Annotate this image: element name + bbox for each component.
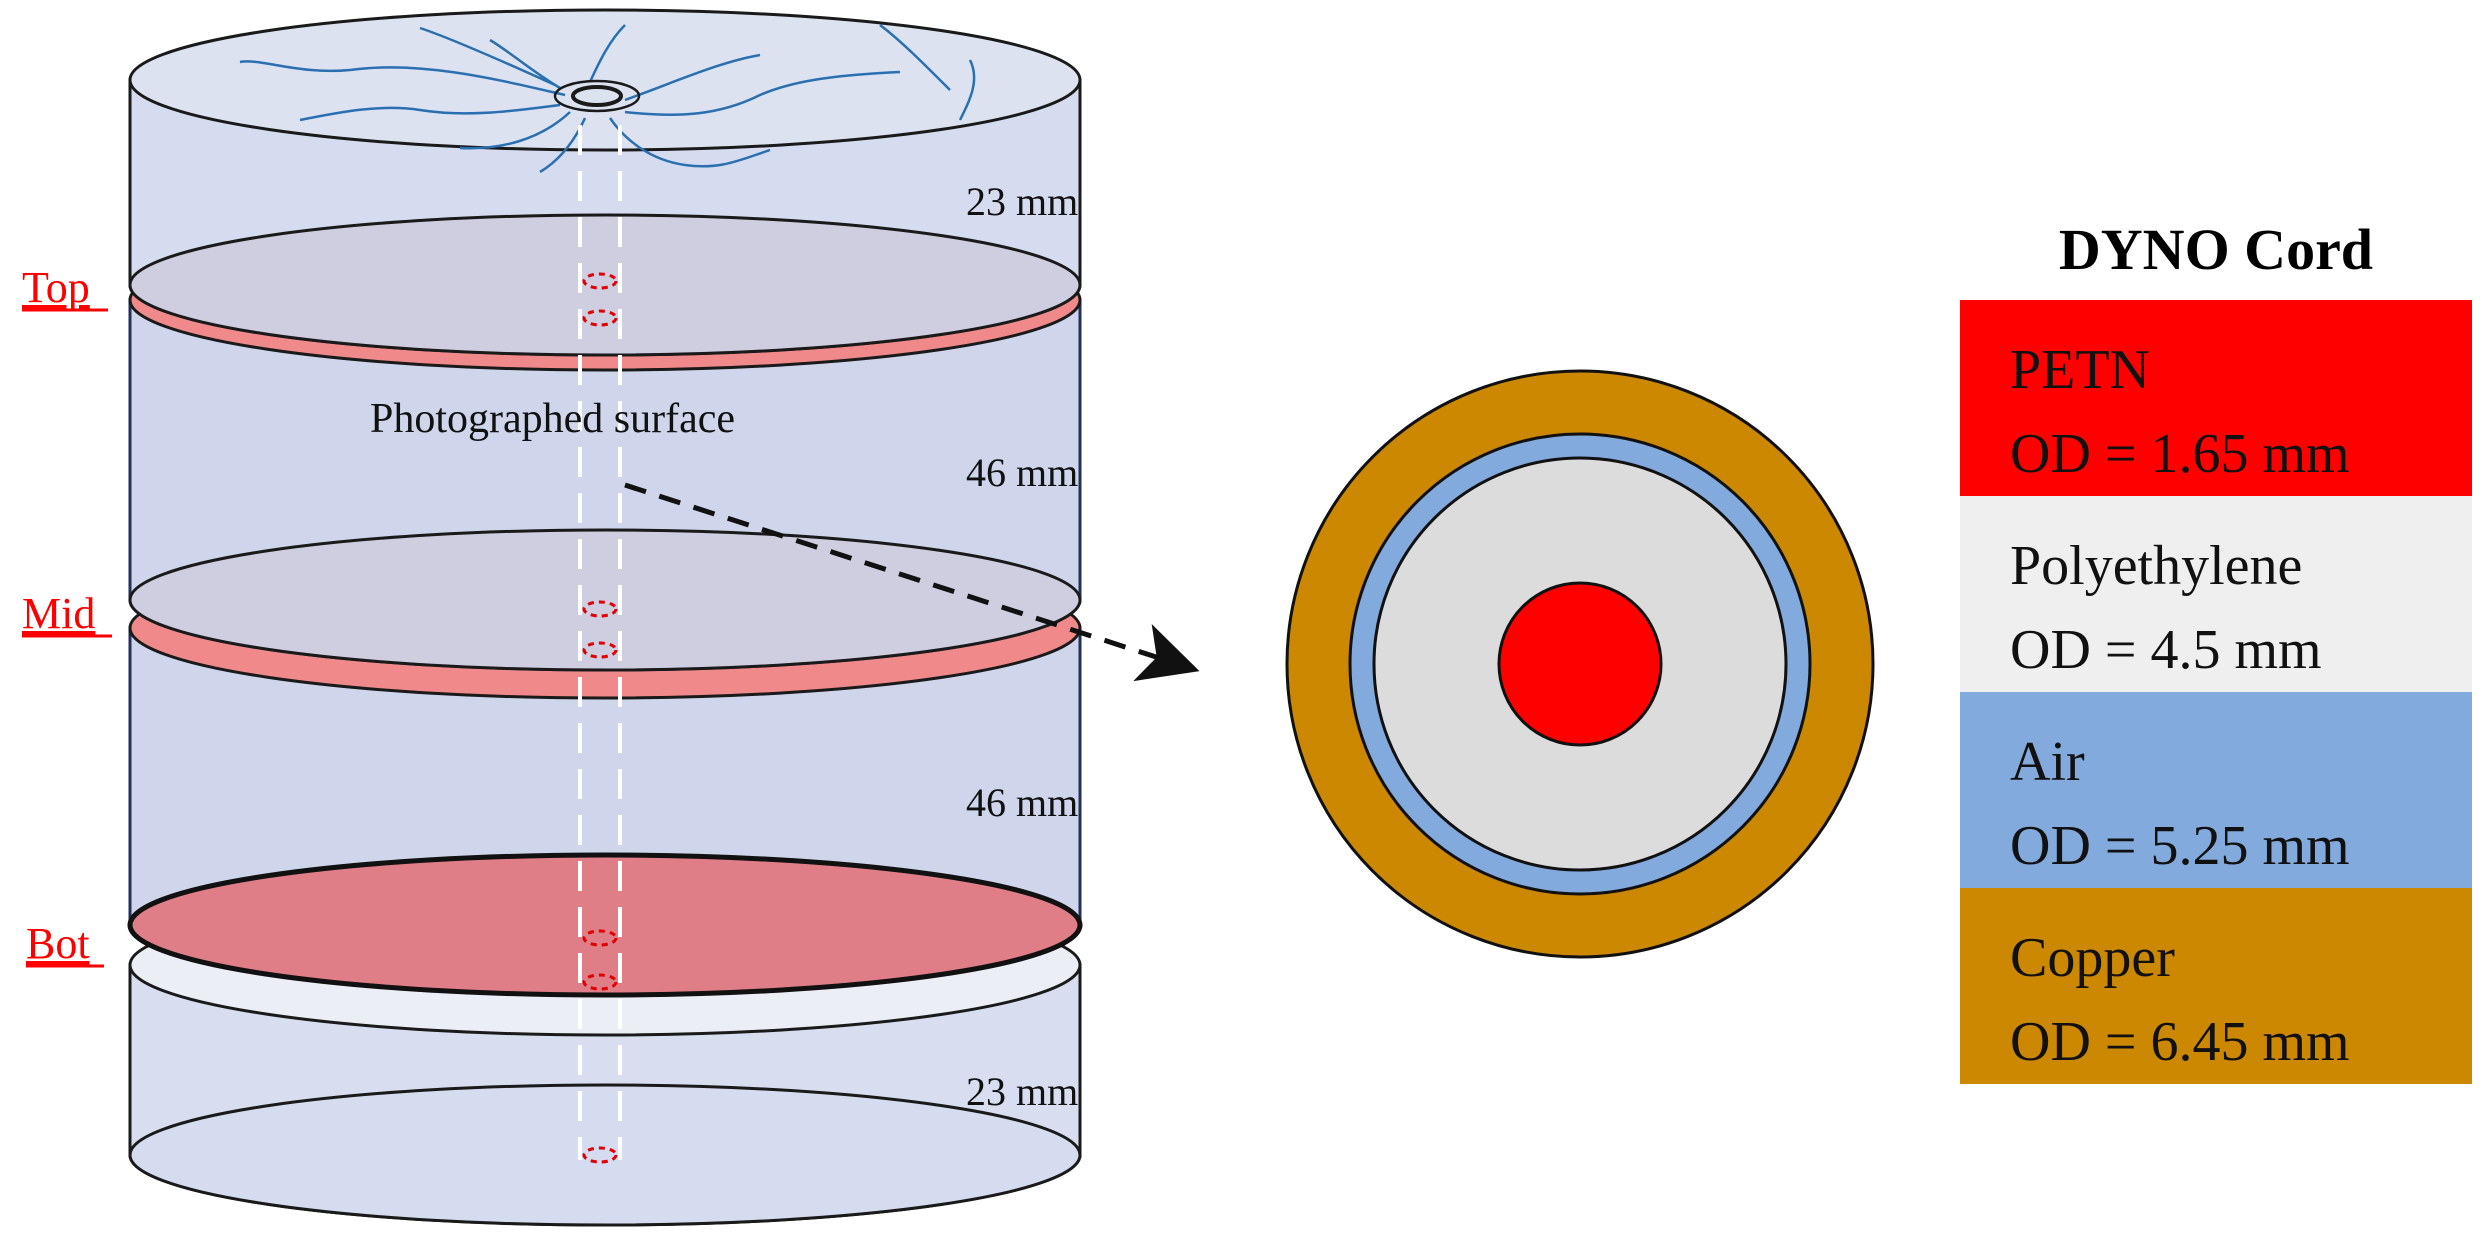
dimension-top-block: 23 mm [966,179,1078,224]
top-block [128,8,1082,357]
crack-pattern [239,24,976,174]
dimension-upper-middle: 46 mm [966,450,1078,495]
legend-polyethylene-od: OD = 4.5 mm [2010,619,2322,681]
borehole [578,125,622,1160]
legend: DYNO Cord PETN OD = 1.65 mm Polyethylene… [1960,200,2472,1084]
legend-row-polyethylene: Polyethylene OD = 4.5 mm [1960,496,2472,692]
charge-markers [582,272,618,1164]
level-label-top: Top [22,263,90,312]
petn-core [1497,581,1663,747]
legend-row-air: Air OD = 5.25 mm [1960,692,2472,888]
photographed-surface-label: Photographed surface [370,396,735,442]
level-label-bot: Bot [26,919,90,968]
blast-hole-top-icon [553,79,641,113]
legend-air-name: Air [2010,731,2085,793]
legend-air-od: OD = 5.25 mm [2010,815,2350,877]
legend-row-petn: PETN OD = 1.65 mm [1960,300,2472,496]
legend-copper-od: OD = 6.45 mm [2010,1011,2350,1073]
legend-copper-name: Copper [2010,927,2175,989]
dimension-lower-middle: 46 mm [966,780,1078,825]
legend-polyethylene-name: Polyethylene [2010,535,2303,597]
level-label-mid: Mid [22,589,95,638]
cross-section-arrow [624,482,1200,682]
legend-petn-od: OD = 1.65 mm [2010,423,2350,485]
legend-title: DYNO Cord [2058,217,2374,282]
legend-row-copper: Copper OD = 6.45 mm [1960,888,2472,1084]
legend-petn-name: PETN [2010,339,2150,401]
dimension-bottom-block: 23 mm [966,1069,1078,1114]
cord-cross-section [1285,369,1875,959]
